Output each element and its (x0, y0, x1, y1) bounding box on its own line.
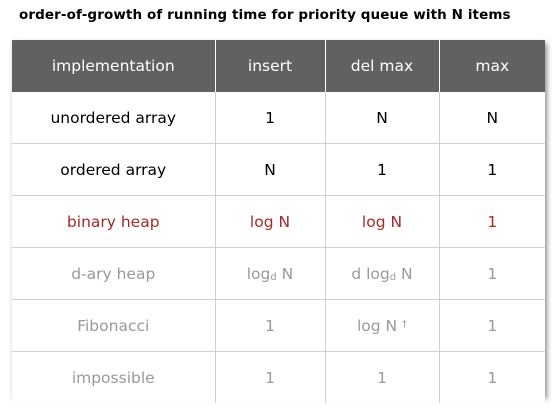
cell-implementation: Fibonacci (12, 299, 216, 352)
subscript-d: d (270, 271, 277, 283)
cell-del-max-text: d log (351, 264, 390, 283)
cell-implementation: ordered array (12, 143, 216, 196)
cell-insert: 1 (214, 351, 326, 403)
priority-queue-table: implementation insert del max max unorde… (12, 40, 545, 403)
cell-del-max: 1 (324, 351, 440, 403)
cell-implementation: unordered array (12, 92, 216, 144)
cell-implementation: impossible (12, 351, 216, 403)
cell-max: 1 (438, 195, 545, 248)
subscript-d: d (389, 271, 397, 283)
table: implementation insert del max max unorde… (12, 40, 545, 403)
cell-del-max: N (324, 92, 440, 144)
table-row: d-ary heap logd N d logd N 1 (12, 247, 545, 300)
cell-del-max: log N † (324, 299, 440, 352)
cell-implementation: d-ary heap (12, 247, 216, 300)
cell-insert: N (214, 143, 326, 196)
table-header-row: implementation insert del max max (12, 40, 545, 92)
cell-insert-text: log (246, 264, 271, 283)
cell-del-max: 1 (324, 143, 440, 196)
cell-insert-suffix: N (276, 264, 294, 283)
header-insert: insert (214, 40, 326, 92)
cell-max: 1 (438, 351, 545, 403)
page-title: order-of-growth of running time for prio… (19, 7, 511, 23)
cell-max: 1 (438, 247, 545, 300)
cell-del-max-suffix: N (396, 264, 413, 283)
cell-insert: logd N (214, 247, 326, 300)
cell-max: 1 (438, 299, 545, 352)
header-del-max: del max (324, 40, 440, 92)
table-row: Fibonacci 1 log N † 1 (12, 299, 545, 352)
cell-del-max: log N (324, 195, 440, 248)
dagger-mark: † (402, 318, 408, 330)
cell-implementation: binary heap (12, 195, 216, 248)
table-row: ordered array N 1 1 (12, 143, 545, 196)
table-row: impossible 1 1 1 (12, 351, 545, 403)
cell-del-max: d logd N (324, 247, 440, 300)
table-row: binary heap log N log N 1 (12, 195, 545, 248)
cell-max: N (438, 92, 545, 144)
header-implementation: implementation (12, 40, 216, 92)
cell-del-max-text: log N (356, 316, 398, 335)
cell-insert: log N (214, 195, 326, 248)
header-max: max (438, 40, 545, 92)
cell-insert: 1 (214, 92, 326, 144)
table-row: unordered array 1 N N (12, 92, 545, 144)
cell-max: 1 (438, 143, 545, 196)
cell-insert: 1 (214, 299, 326, 352)
